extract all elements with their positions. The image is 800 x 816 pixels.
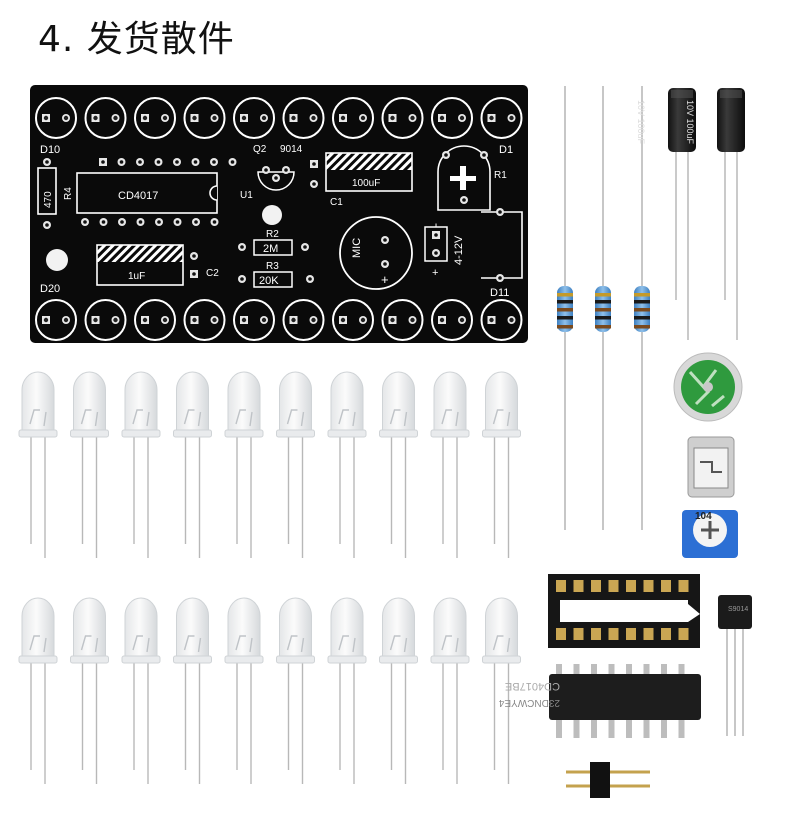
label-r3: R3	[266, 261, 279, 272]
test-point	[262, 205, 282, 225]
led-row2	[276, 597, 315, 784]
electrolytic-capacitor-1: 10V 100uF	[636, 88, 696, 340]
label-q2: Q2	[253, 144, 267, 155]
power-footprint: - +4-12V	[424, 223, 465, 279]
r2-outline	[253, 239, 293, 256]
capacitor-marking: 10V 100uF	[685, 100, 695, 145]
led-footprint-bottom	[35, 299, 77, 341]
label-r4: R4	[63, 187, 74, 200]
led-footprint-top	[134, 97, 176, 139]
led-footprint-bottom	[134, 299, 176, 341]
label-power-plus: +	[432, 267, 438, 279]
led-footprint-top	[381, 97, 424, 139]
led-footprint-top	[233, 97, 275, 139]
c1-footprint: 100uF C1	[310, 152, 413, 208]
led-footprint-top	[332, 97, 374, 139]
label-u1: U1	[240, 190, 253, 201]
resistor-1	[557, 86, 573, 530]
led-row1	[18, 371, 58, 558]
ic-marking-bottom: 23DNCWYE4	[498, 697, 560, 708]
label-4-12v: 4-12V	[453, 235, 465, 265]
led-footprint-bottom	[381, 299, 424, 341]
led-row1	[173, 371, 212, 558]
led-footprint-bottom	[84, 299, 127, 341]
label-d11: D11	[490, 287, 509, 299]
electrolytic-capacitor-2: 10V 100uF	[685, 88, 745, 340]
led-footprint-bottom	[431, 299, 473, 341]
r4-outline	[37, 167, 57, 215]
r1-footprint	[437, 145, 491, 211]
c2-footprint: 1uF C2	[96, 244, 219, 286]
led-row1	[327, 371, 367, 558]
led-row2	[18, 597, 58, 784]
r4-value: 470	[43, 191, 54, 208]
label-9014: 9014	[280, 144, 303, 155]
led-footprint-top	[183, 97, 226, 139]
label-minus: -	[428, 223, 442, 227]
label-mic-plus: +	[381, 272, 389, 287]
led-row2	[121, 597, 161, 784]
r3-outline	[253, 271, 293, 288]
label-r1: R1	[494, 170, 507, 181]
resistor-3	[634, 86, 650, 530]
led-row2	[379, 597, 418, 784]
transistor: S9014	[718, 595, 752, 736]
led-row2	[70, 597, 109, 784]
trimpot-marking: 104	[695, 511, 712, 522]
led-footprint-bottom	[332, 299, 374, 341]
mounting-hole	[46, 249, 68, 271]
resistor-2	[595, 86, 611, 530]
led-row1	[430, 371, 470, 558]
led-row1	[379, 371, 418, 558]
electret-microphone	[673, 352, 743, 422]
label-r2: R2	[266, 229, 279, 240]
label-c2: C2	[206, 268, 219, 279]
led-row1	[121, 371, 161, 558]
label-mic: MIC	[351, 238, 363, 258]
r2-value: 2M	[263, 243, 278, 255]
led-footprint-bottom	[183, 299, 226, 341]
trimmer-potentiometer: 104	[682, 510, 738, 558]
led-row1	[224, 371, 264, 558]
cd4017-ic: CD4017BE 23DNCWYE4	[498, 664, 701, 738]
led-footprint-top	[480, 97, 523, 139]
led-row1	[70, 371, 109, 558]
page-title: 4. 发货散件	[38, 19, 235, 60]
label-d10: D10	[40, 144, 60, 156]
led-row1	[276, 371, 315, 558]
switch-component	[687, 436, 735, 498]
transistor-marking: S9014	[728, 606, 748, 613]
r3-value: 20K	[259, 275, 279, 287]
led-row2	[224, 597, 264, 784]
q2-footprint: Q2 9014	[253, 144, 303, 191]
led-footprint-bottom	[282, 299, 325, 341]
label-d20: D20	[40, 283, 60, 295]
label-100uf: 100uF	[352, 178, 380, 189]
pin-header	[566, 762, 650, 798]
led-footprint-top	[35, 97, 77, 139]
led-footprint-bottom	[480, 299, 523, 341]
capacitor-marking: 10V 100uF	[636, 100, 646, 145]
label-cd4017: CD4017	[118, 190, 158, 202]
led-footprint-top	[282, 97, 325, 139]
led-row2	[430, 597, 470, 784]
led-row2	[482, 597, 521, 784]
ic-marking-top: CD4017BE	[505, 680, 560, 692]
label-c1: C1	[330, 197, 343, 208]
led-row2	[173, 597, 212, 784]
led-footprint-top	[431, 97, 473, 139]
label-1uf: 1uF	[128, 271, 145, 282]
ic-footprint: CD4017	[76, 172, 218, 214]
mic-footprint: MIC +	[339, 216, 413, 290]
label-d1: D1	[499, 144, 513, 156]
led-row2	[327, 597, 367, 784]
led-row1	[482, 371, 521, 558]
ic-socket	[548, 574, 700, 648]
led-footprint-top	[84, 97, 127, 139]
led-footprint-bottom	[233, 299, 275, 341]
